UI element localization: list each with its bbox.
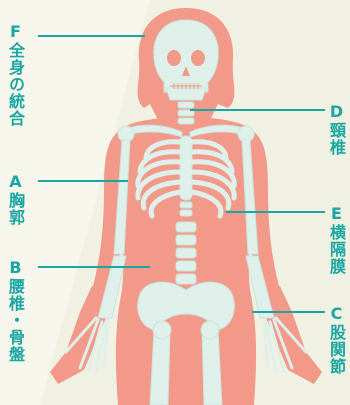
label-code: D: [327, 102, 346, 122]
lumbar-vertebra: [176, 222, 196, 232]
label-name: 胸郭: [6, 192, 25, 226]
cervical-vertebra: [178, 118, 194, 124]
label-name: 全身の統合: [6, 42, 25, 127]
label-hip-joint: C股関節: [327, 304, 345, 375]
label-name: 頸椎: [327, 122, 346, 156]
label-code: F: [6, 22, 25, 42]
label-diaphragm: E横隔膜: [327, 204, 345, 275]
label-name: 股関節: [327, 324, 346, 375]
left-eye-socket: [167, 50, 181, 66]
right-femur: [202, 330, 222, 405]
label-whole-body: F全身の統合: [6, 22, 24, 127]
thoracic-vertebra: [180, 210, 192, 216]
label-code: E: [327, 204, 346, 224]
lumbar-vertebra: [176, 248, 196, 258]
label-name: 腰椎・骨盤: [6, 278, 25, 363]
label-cervical: D頸椎: [327, 102, 345, 156]
skull: [154, 20, 218, 92]
left-hip-joint: [153, 321, 171, 339]
thoracic-vertebra: [180, 202, 192, 208]
label-code: A: [6, 172, 25, 192]
lumbar-vertebra: [176, 261, 196, 271]
lumbar-vertebra: [176, 235, 196, 245]
label-code: B: [6, 258, 25, 278]
lumbar-vertebra: [176, 274, 196, 284]
label-lumbar-pelvis: B腰椎・骨盤: [6, 258, 24, 363]
jaw: [166, 88, 206, 100]
label-name: 横隔膜: [327, 224, 346, 275]
right-eye-socket: [191, 50, 205, 66]
cervical-vertebra: [178, 102, 194, 108]
label-code: C: [327, 304, 346, 324]
label-thorax: A胸郭: [6, 172, 24, 226]
left-femur: [150, 330, 170, 405]
right-hip-joint: [201, 321, 219, 339]
